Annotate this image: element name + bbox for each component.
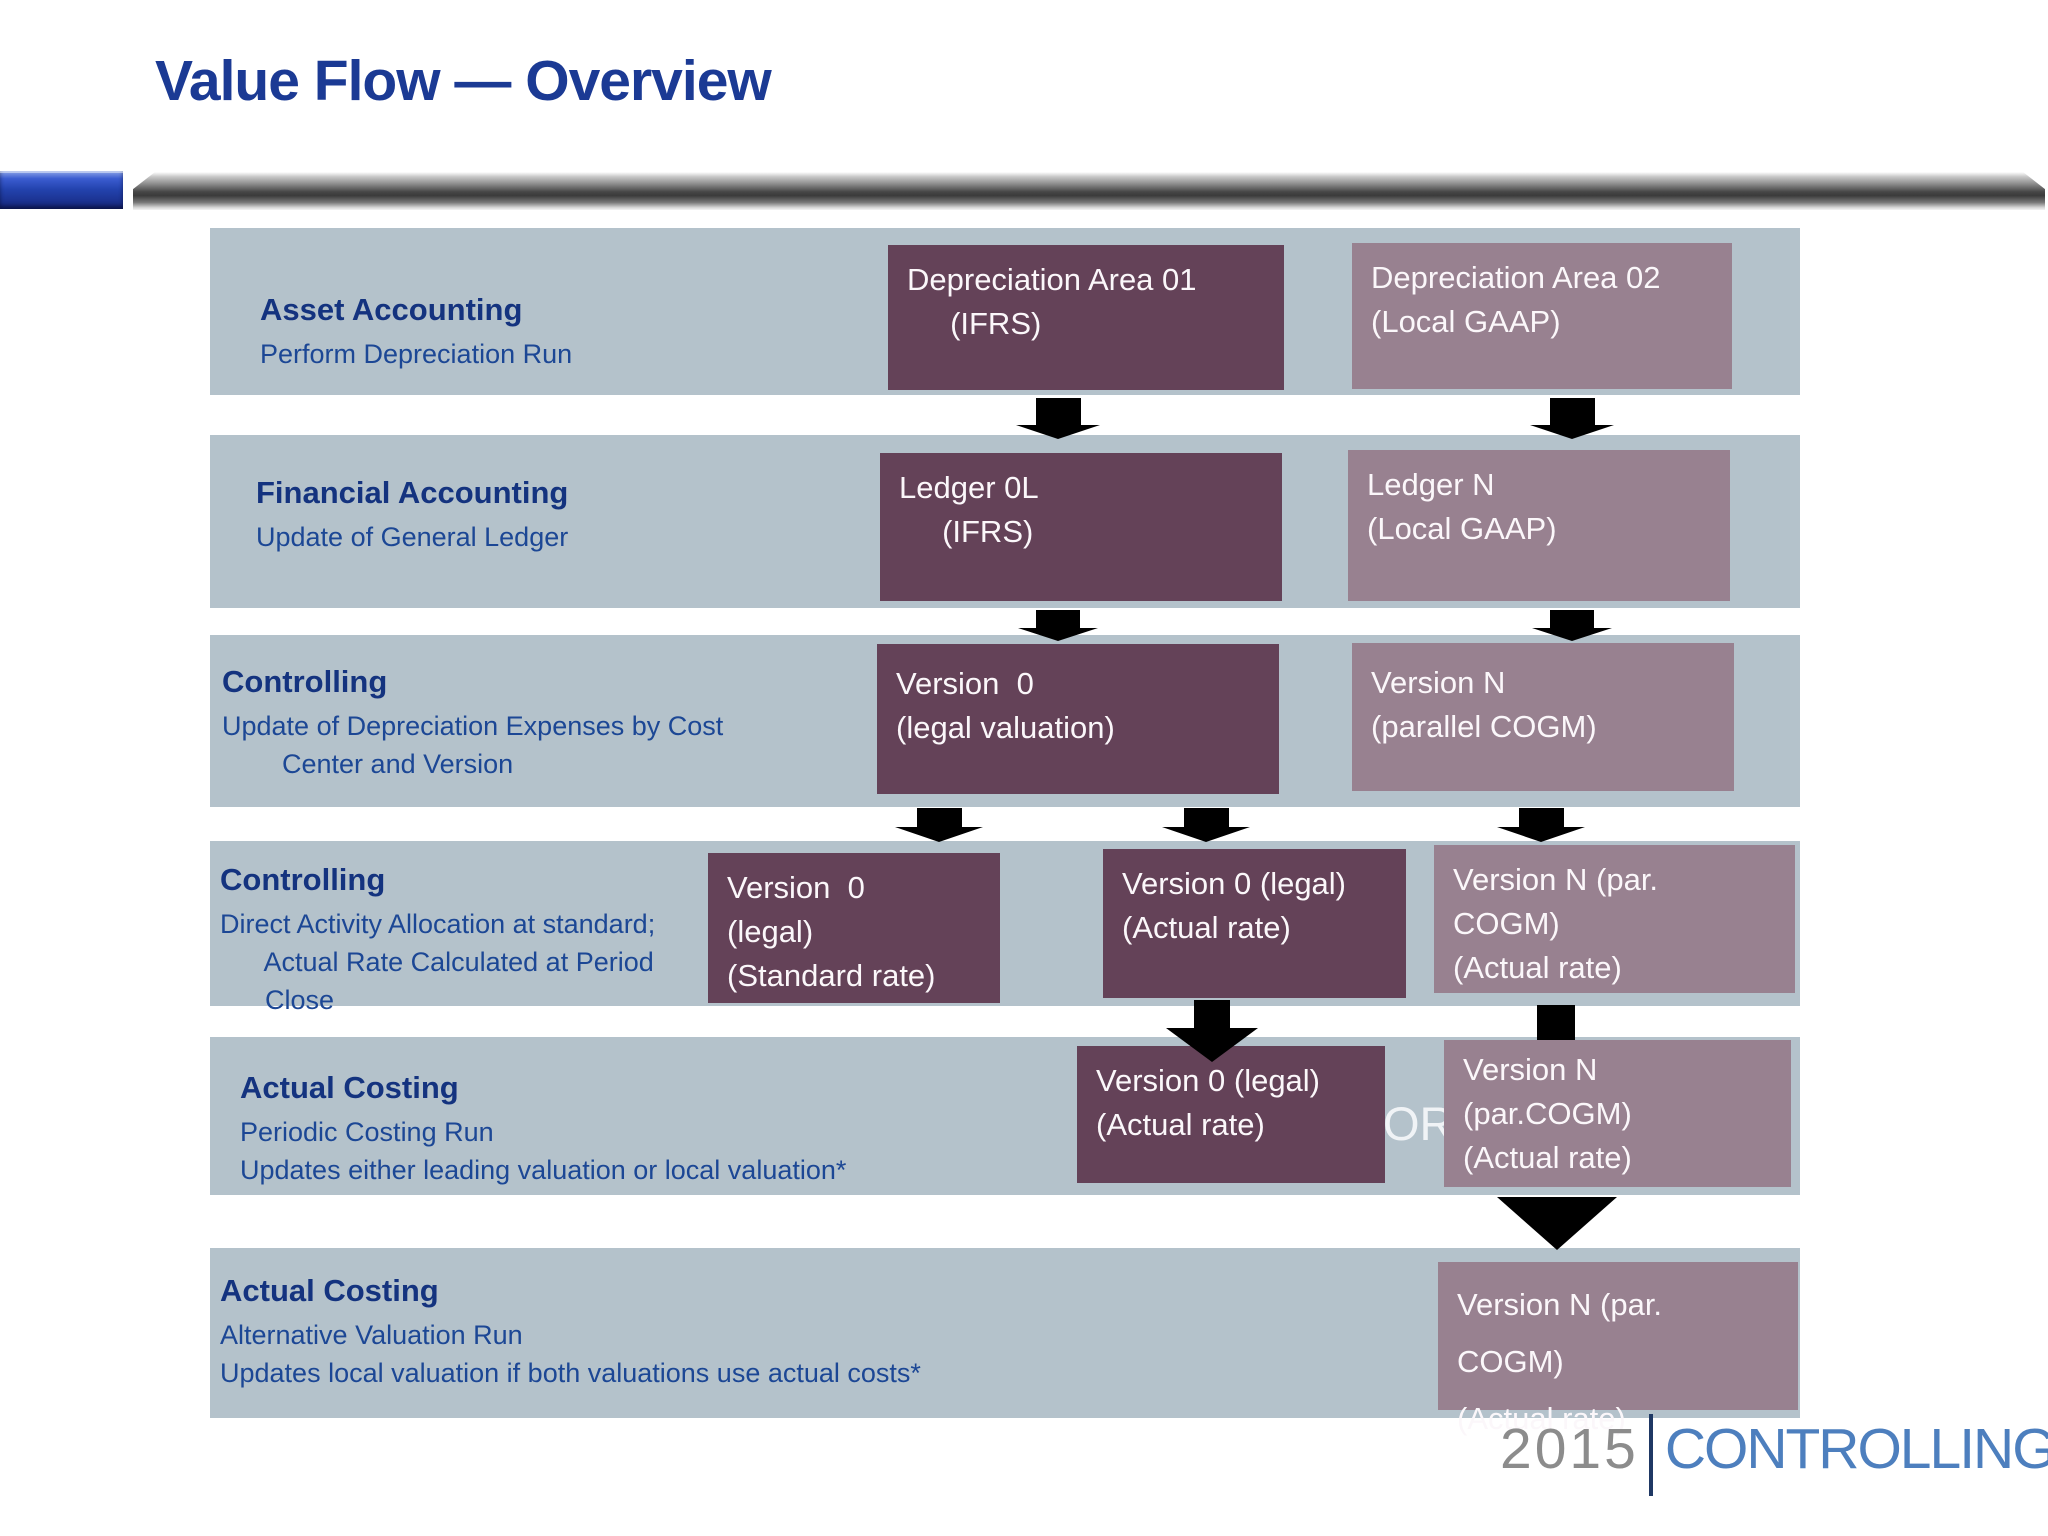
- down-arrow-icon: [1016, 398, 1100, 439]
- box-costing-version-n-par-cogm: Version N (par.COGM) (Actual rate): [1444, 1040, 1791, 1187]
- row-subtext: Update of Depreciation Expenses by Cost: [222, 711, 724, 741]
- box-version-0-legal-valuation: Version 0 (legal valuation): [877, 644, 1279, 794]
- box-ledger-0l: Ledger 0L (IFRS): [880, 453, 1282, 601]
- row-subtext: Actual Rate Calculated at Period: [220, 947, 654, 977]
- row-subtext: Direct Activity Allocation at standard;: [220, 909, 656, 939]
- footer-logo: 2015 CONTROLLING: [1500, 1414, 2048, 1496]
- row-subtext: Updates local valuation if both valuatio…: [220, 1358, 921, 1388]
- or-label: OR: [1383, 1097, 1454, 1150]
- box-depreciation-area-01: Depreciation Area 01 (IFRS): [888, 245, 1284, 390]
- logo-year: 2015: [1500, 1417, 1639, 1481]
- row-label: Financial Accounting Update of General L…: [210, 435, 568, 556]
- row-label: Actual Costing Periodic Costing Run Upda…: [210, 1037, 846, 1189]
- row-heading: Controlling: [220, 862, 386, 897]
- down-arrow-icon: [895, 808, 983, 842]
- row-heading: Asset Accounting: [260, 292, 523, 327]
- row-label: Controlling Update of Depreciation Expen…: [210, 635, 723, 783]
- row-subtext: Perform Depreciation Run: [260, 339, 573, 369]
- box-ledger-n: Ledger N (Local GAAP): [1348, 450, 1730, 601]
- row-label: Actual Costing Alternative Valuation Run…: [210, 1248, 921, 1392]
- box-depreciation-area-02: Depreciation Area 02 (Local GAAP): [1352, 243, 1732, 389]
- logo-separator: [1648, 1414, 1653, 1496]
- row-subtext: Center and Version: [222, 749, 514, 779]
- page-title: Value Flow — Overview: [155, 49, 772, 113]
- box-version-n-parallel-cogm: Version N (parallel COGM): [1352, 643, 1734, 791]
- down-arrow-icon: [1497, 1197, 1617, 1250]
- row-subtext: Alternative Valuation Run: [220, 1320, 523, 1350]
- down-arrow-icon: [1530, 398, 1614, 439]
- down-arrow-icon: [1532, 610, 1612, 641]
- row-subtext: Periodic Costing Run: [240, 1117, 494, 1147]
- down-arrow-icon: [1018, 610, 1098, 641]
- logo-brand: CONTROLLING: [1664, 1417, 2048, 1481]
- row-subtext: Close: [220, 985, 335, 1015]
- title-accent-bar-blue: [0, 171, 123, 209]
- row-heading: Actual Costing: [240, 1070, 459, 1105]
- row-heading: Actual Costing: [220, 1273, 439, 1308]
- row-heading: Financial Accounting: [256, 475, 569, 510]
- box-avr-version-n-par-cogm: Version N (par. COGM) (Actual rate): [1438, 1262, 1798, 1436]
- row-heading: Controlling: [222, 664, 388, 699]
- row-label: Asset Accounting Perform Depreciation Ru…: [210, 228, 572, 373]
- row-subtext: Updates either leading valuation or loca…: [240, 1155, 847, 1185]
- title-accent-bar-gray: [133, 172, 2045, 210]
- box-costing-version-0-actual-rate: Version 0 (legal) (Actual rate): [1077, 1046, 1385, 1183]
- down-arrow-icon: [1497, 808, 1585, 842]
- row-subtext: Update of General Ledger: [256, 522, 569, 552]
- box-version-0-standard-rate: Version 0 (legal) (Standard rate): [708, 853, 1000, 1003]
- down-arrow-icon: [1162, 808, 1250, 842]
- box-version-0-actual-rate: Version 0 (legal) (Actual rate): [1103, 849, 1406, 998]
- down-arrow-icon: [1166, 1000, 1258, 1062]
- connector-stem: [1537, 1005, 1575, 1042]
- row-label: Controlling Direct Activity Allocation a…: [210, 841, 655, 1019]
- box-version-n-par-cogm-actual-rate: Version N (par. COGM) (Actual rate): [1434, 845, 1795, 993]
